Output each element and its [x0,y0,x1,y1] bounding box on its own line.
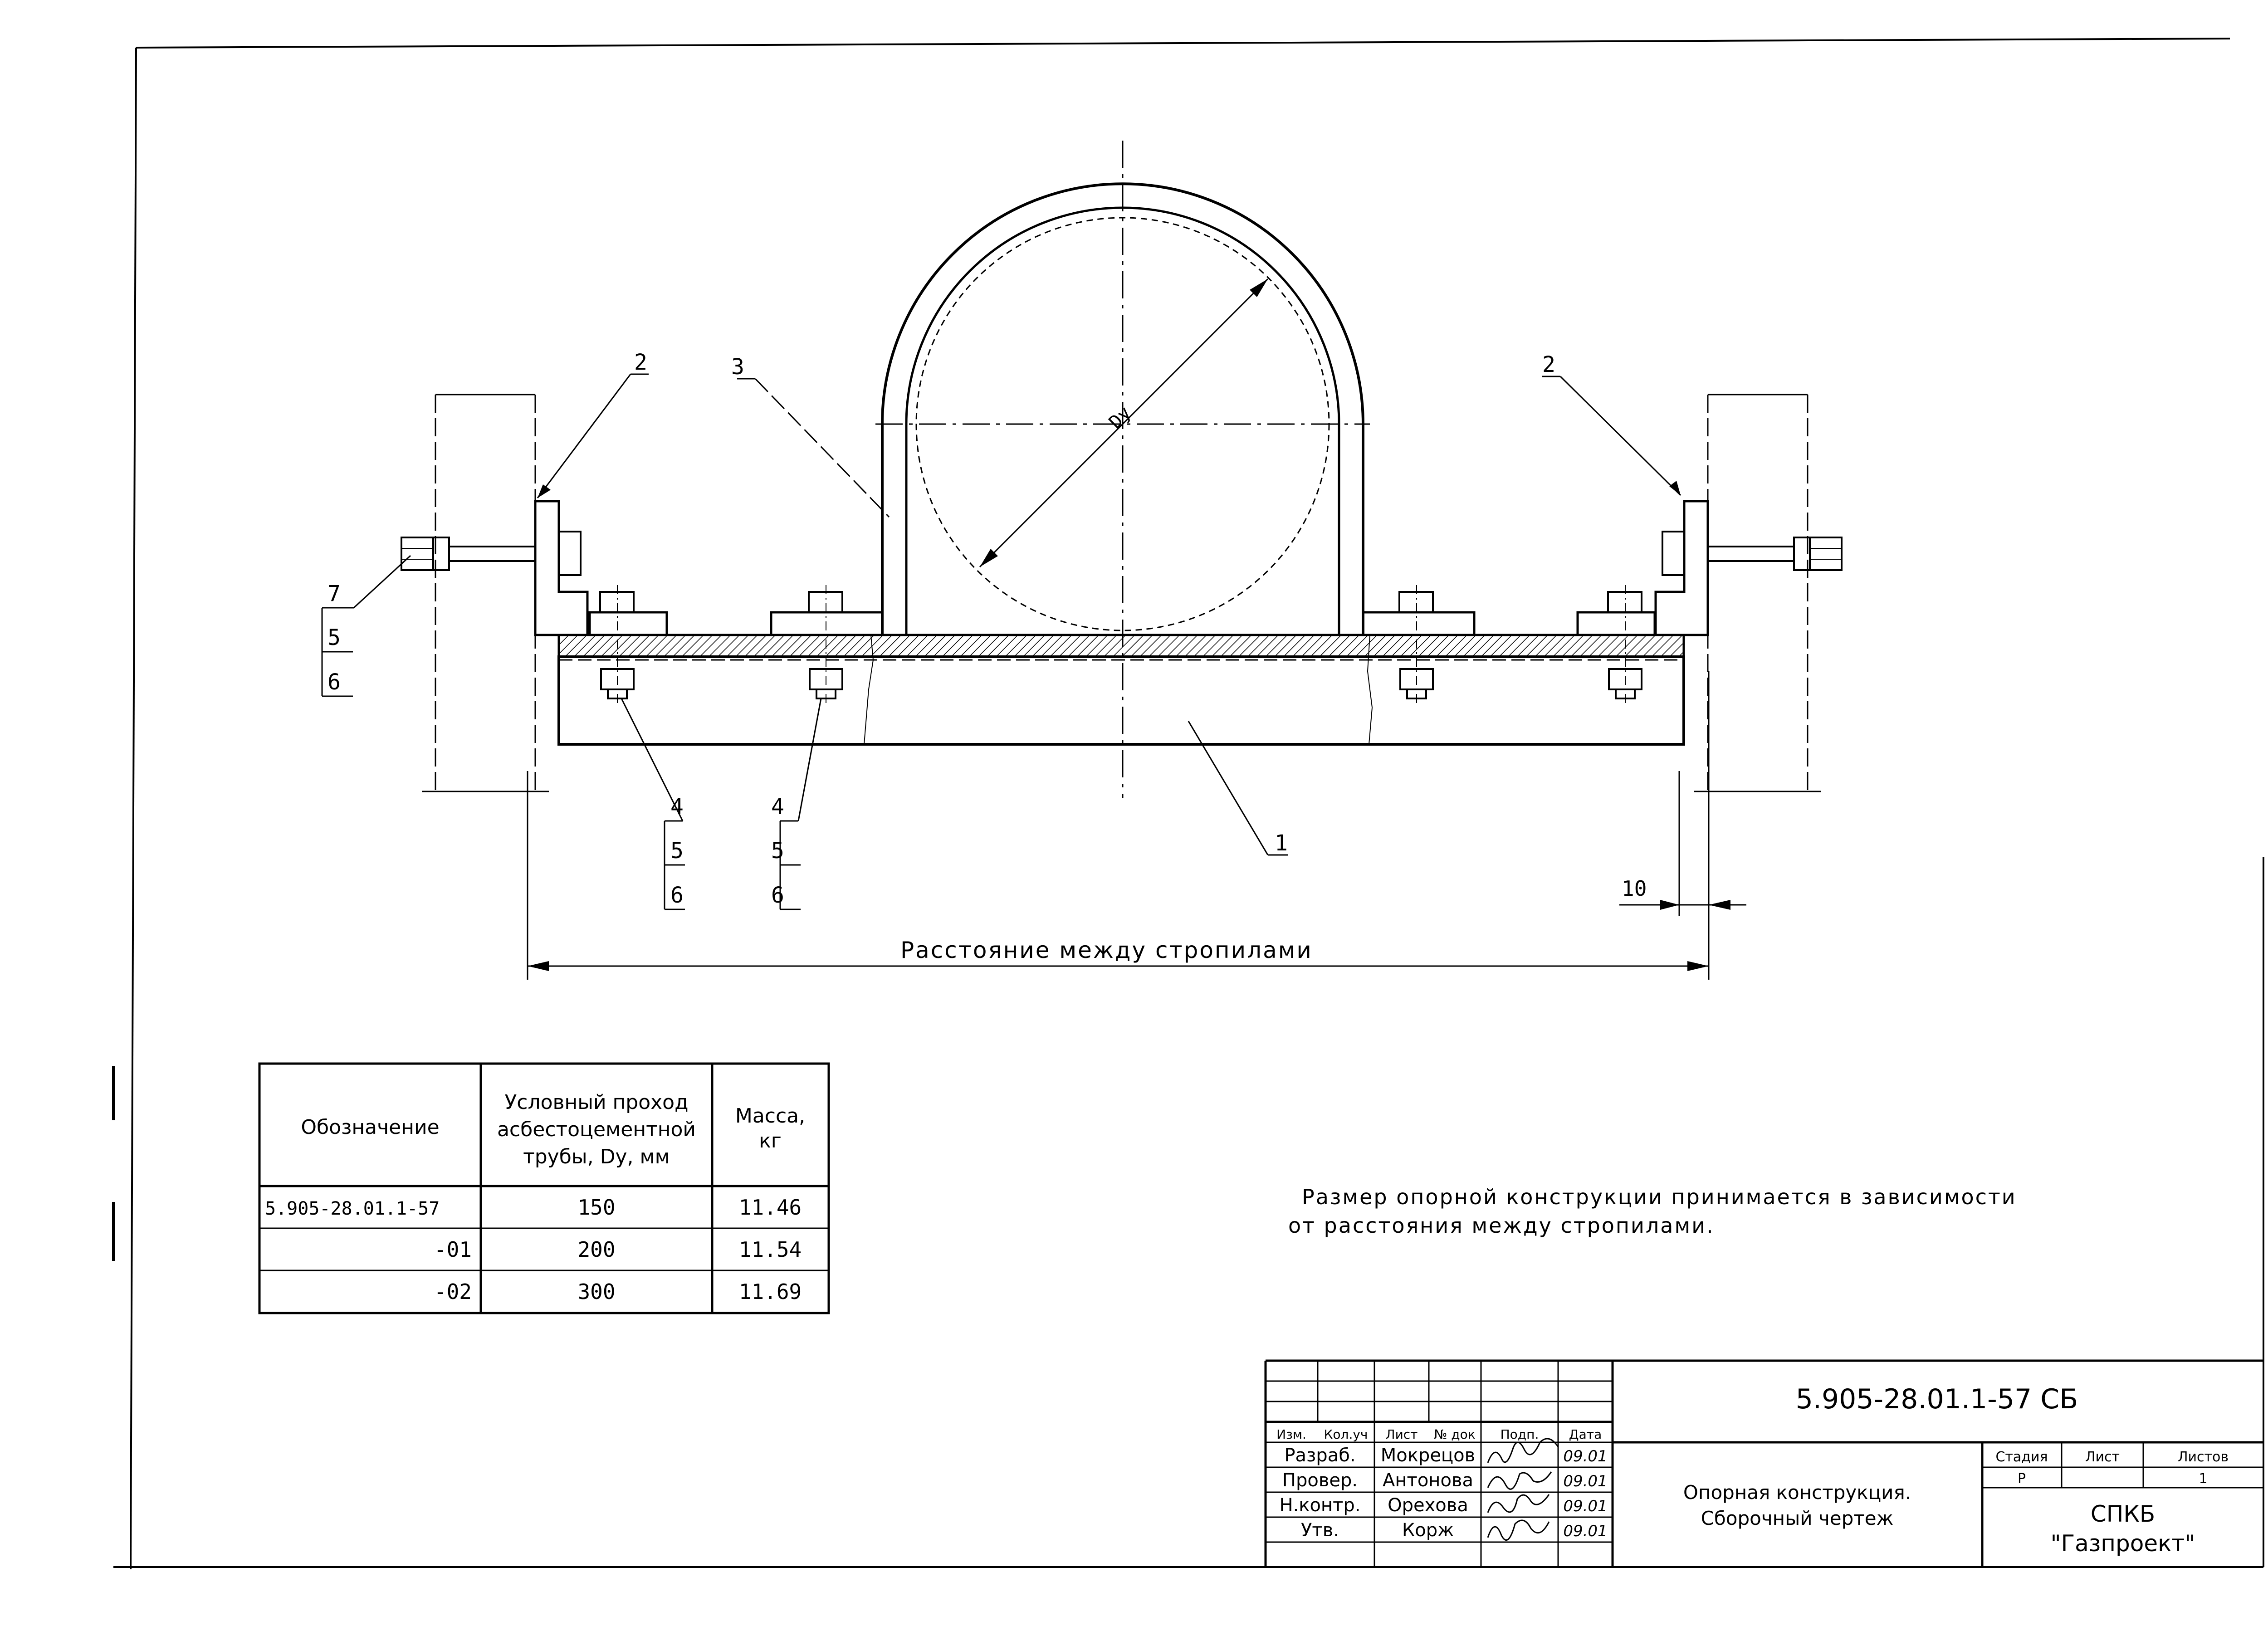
row-1-designation: 5.905-28.01.1-57 [265,1198,440,1219]
tb-doc-number: 5.905-28.01.1-57 СБ [1796,1383,2078,1415]
tb-col-kolych: Кол.уч [1324,1427,1368,1442]
title-block: Изм. Кол.уч Лист № док Подп. Дата Разраб… [1264,1359,2263,1567]
callout-6-a: 6 [670,883,684,908]
tb-date-4: 09.01 [1563,1522,1607,1540]
tb-name-4: Корж [1402,1520,1454,1541]
tb-org-2: "Газпроект" [2051,1530,2195,1557]
header-diameter-1: Условный проход [504,1091,688,1114]
right-bracket [1654,500,1709,636]
tb-title-1: Опорная конструкция. [1683,1481,1911,1504]
row-2-designation: -01 [434,1237,472,1262]
dimension-lines [527,671,1746,980]
support-assembly [321,141,1843,980]
tb-date-3: 09.01 [1563,1497,1607,1515]
tb-stage-value: Р [2018,1471,2026,1487]
right-horizontal-bolt [1707,537,1843,571]
left-bracket [534,500,589,636]
callout-5-left: 5 [327,625,341,650]
tb-col-doc: № док [1434,1427,1475,1442]
callout-5-a: 5 [670,838,684,864]
row-1-diameter: 150 [577,1195,615,1220]
callout-5-b: 5 [771,838,784,864]
tb-name-2: Антонова [1383,1470,1473,1491]
row-3-mass: 11.69 [739,1279,802,1304]
callout-4-a: 4 [670,794,684,820]
callout-2-left: 2 [634,350,647,375]
callout-boxes [321,607,801,910]
note-line-2: от расстояния между стропилами. [1288,1213,1715,1238]
tb-sheets-label: Листов [2178,1449,2229,1465]
header-diameter-3: трубы, Dy, мм [523,1145,670,1168]
tb-date-1: 09.01 [1563,1447,1607,1465]
rafters [422,394,1821,792]
clamp-inner [905,206,1340,635]
beam [557,655,1685,746]
leader-lines [322,373,1681,856]
tb-name-1: Мокрецов [1381,1445,1475,1466]
tb-col-list: Лист [1386,1427,1418,1442]
tb-date-2: 09.01 [1563,1472,1607,1490]
tb-col-izm: Изм. [1276,1427,1306,1442]
row-3-designation: -02 [434,1279,472,1304]
callout-6-left: 6 [327,669,341,695]
tb-sheet-label: Лист [2085,1449,2120,1465]
header-mass-1: Масса, [735,1104,805,1128]
tb-role-4: Утв. [1301,1520,1339,1541]
note: Размер опорной конструкции принимается в… [1288,1185,2017,1238]
header-diameter-2: асбестоцементной [497,1118,696,1141]
tb-role-3: Н.контр. [1280,1495,1361,1516]
callout-1: 1 [1275,830,1288,856]
tb-role-2: Провер. [1282,1470,1358,1491]
sheet-frame [112,38,2264,1570]
header-designation: Обозначение [301,1116,439,1139]
note-line-1: Размер опорной конструкции принимается в… [1302,1185,2017,1209]
row-2-diameter: 200 [577,1237,615,1262]
callout-2-right: 2 [1542,352,1555,377]
tb-stage-label: Стадия [1995,1449,2048,1465]
header-mass-2: кг [759,1129,782,1152]
callout-7: 7 [327,581,341,606]
tb-name-3: Орехова [1388,1495,1468,1516]
drawing-labels: Dy 2 3 2 1 7 5 6 4 5 6 4 5 6 10 Расстоян… [327,350,1647,963]
tb-title-2: Сборочный чертеж [1701,1507,1894,1529]
row-2-mass: 11.54 [739,1237,802,1262]
callout-3: 3 [731,354,744,380]
callout-4-b: 4 [771,794,784,820]
tb-role-1: Разраб. [1284,1445,1355,1466]
tb-org-1: СПКБ [2091,1501,2155,1527]
tb-col-podp: Подп. [1501,1427,1539,1442]
diameter-line [979,278,1269,568]
clamp-outer [881,182,1364,635]
dimension-label: Расстояние между стропилами [900,937,1313,963]
row-1-mass: 11.46 [739,1195,802,1220]
signatures [1487,1438,1559,1541]
tb-sheets-value: 1 [2199,1471,2207,1487]
pipe-outline [915,217,1330,631]
left-horizontal-bolt [401,537,536,571]
base-plate [557,634,1685,658]
diameter-label: Dy [1105,402,1135,433]
spec-table: Обозначение Условный проход асбестоцемен… [258,1062,830,1314]
dimension-offset-label: 10 [1622,876,1647,901]
tb-col-date: Дата [1569,1427,1602,1442]
callout-6-b: 6 [771,883,784,908]
row-3-diameter: 300 [577,1279,615,1304]
